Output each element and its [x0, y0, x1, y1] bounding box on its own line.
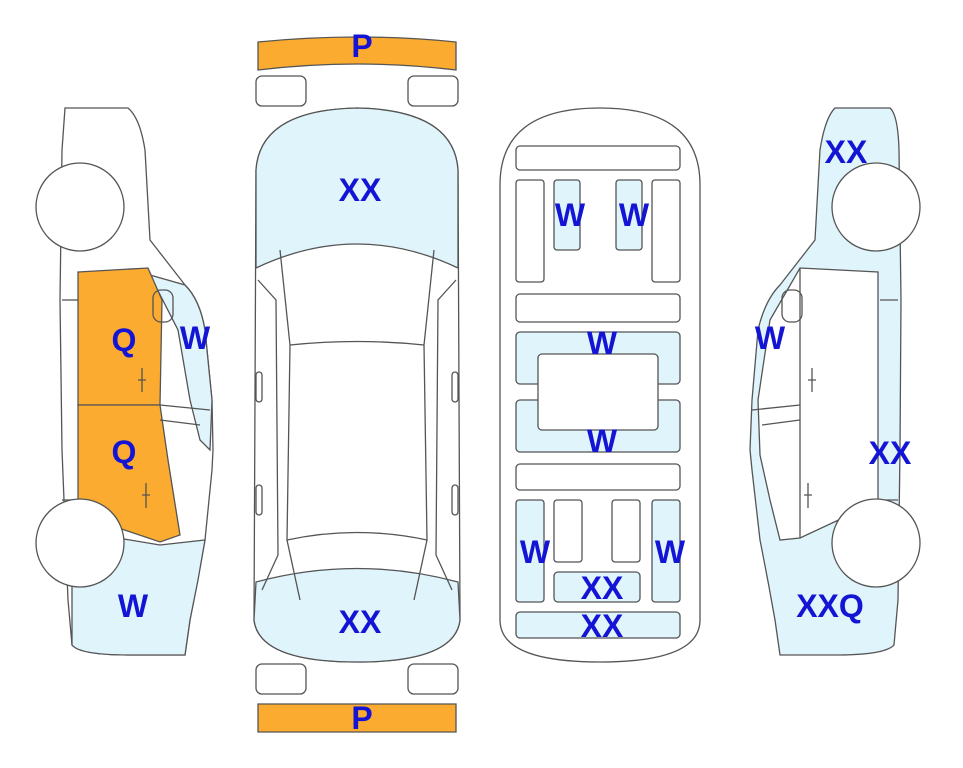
right-rear-wheel	[831, 498, 921, 588]
left-windshield-panel	[148, 273, 213, 452]
top-view: P XX XX P	[253, 28, 461, 736]
underside-mid-upper-label: W	[587, 325, 618, 361]
underside-panel-a-label: W	[555, 197, 586, 233]
left-windshield-label: W	[180, 320, 211, 356]
underside-view: W W W W W W XX XX	[499, 107, 701, 663]
right-rear-label: XXQ	[796, 588, 864, 624]
top-front-bumper-panel	[257, 36, 457, 71]
top-hood-label: XX	[339, 172, 382, 208]
underside-rear-left-panel	[515, 499, 545, 603]
underside-rear-right-panel	[651, 499, 681, 603]
top-rear-bumper-label: P	[351, 700, 372, 736]
top-trunk-label: XX	[339, 604, 382, 640]
underside-rear-center-panel	[553, 571, 641, 603]
top-trunk-panel	[253, 567, 461, 663]
left-rear-wheel	[35, 498, 125, 588]
left-front-wheel	[35, 162, 125, 252]
left-front-door-label: Q	[112, 322, 137, 358]
underside-panel-a	[553, 179, 581, 251]
right-side-view: XX W XX XXQ	[749, 107, 921, 656]
left-rear-door-label: Q	[112, 434, 137, 470]
underside-mid-lower-label: W	[587, 423, 618, 459]
top-hood-panel	[255, 107, 459, 270]
underside-panel-b-label: W	[619, 197, 650, 233]
left-side-view: Q Q W W	[35, 107, 214, 656]
underside-panel-b	[615, 179, 643, 251]
underside-rear-bottom-panel	[515, 611, 681, 639]
right-windshield-label: W	[755, 320, 786, 356]
underside-rear-right-label: W	[655, 534, 686, 570]
top-front-bumper-label: P	[351, 28, 372, 64]
top-rear-bumper-panel	[257, 703, 457, 733]
right-front-wheel	[831, 162, 921, 252]
right-front-label: XX	[825, 134, 868, 170]
underside-rear-center-label: XX	[581, 570, 624, 606]
right-cabin-area	[757, 267, 879, 541]
underside-rear-left-label: W	[520, 534, 551, 570]
underside-rear-bottom-label: XX	[581, 608, 624, 644]
left-front-door-panel	[77, 267, 163, 406]
right-quarter-label: XX	[869, 435, 912, 471]
left-rear-bumper-label: W	[118, 588, 149, 624]
